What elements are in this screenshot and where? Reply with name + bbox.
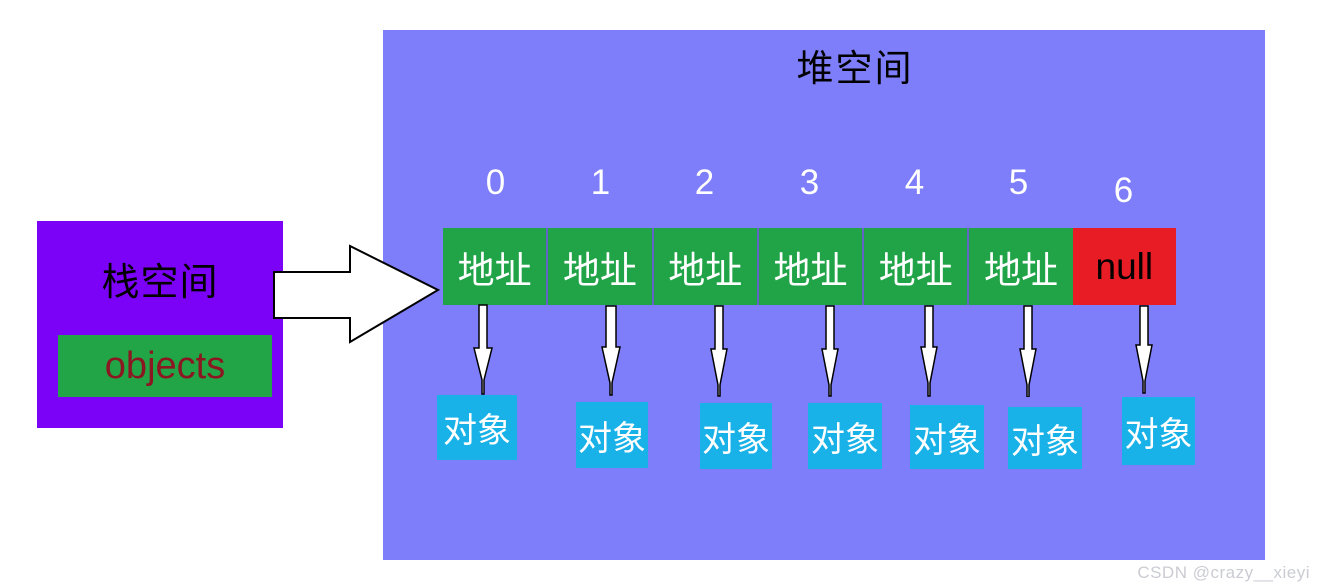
right-arrow-icon	[273, 244, 441, 344]
stack-title: 栈空间	[101, 262, 219, 304]
index-label-4: 4	[904, 163, 925, 202]
down-arrow-icon-5	[1019, 305, 1037, 397]
index-label-2: 2	[694, 163, 715, 202]
index-label-5: 5	[1008, 163, 1029, 202]
address-cell-0: 地址	[443, 228, 549, 305]
stack-space-box: 栈空间 objects	[37, 221, 283, 428]
down-arrow-icon-3	[821, 305, 839, 397]
object-box-0: 对象	[437, 395, 517, 460]
array-cell-row: 地址 地址 地址 地址 地址 地址 null	[443, 228, 1176, 305]
down-arrow-icon-2	[710, 305, 728, 397]
index-label-0: 0	[485, 163, 506, 202]
address-cell-5: 地址	[969, 228, 1073, 305]
index-label-3: 3	[799, 163, 820, 202]
object-box-2: 对象	[700, 403, 772, 469]
down-arrow-icon-1	[601, 305, 621, 396]
address-cell-2: 地址	[653, 228, 759, 305]
address-cell-1: 地址	[548, 228, 654, 305]
null-cell-6: null	[1072, 228, 1176, 305]
object-box-3: 对象	[808, 403, 882, 469]
down-arrow-icon-6	[1135, 305, 1153, 394]
watermark: CSDN @crazy__xieyi	[1137, 563, 1310, 582]
address-cell-3: 地址	[758, 228, 865, 305]
down-arrow-icon-4	[920, 305, 938, 397]
heap-title: 堆空间	[796, 48, 914, 89]
address-cell-4: 地址	[864, 228, 970, 305]
index-label-1: 1	[590, 163, 611, 202]
object-box-4: 对象	[910, 405, 984, 469]
index-label-6: 6	[1113, 171, 1134, 210]
objects-reference-box: objects	[58, 335, 272, 397]
object-box-6: 对象	[1122, 397, 1195, 465]
down-arrow-icon-0	[473, 304, 493, 395]
object-box-1: 对象	[576, 402, 648, 468]
object-box-5: 对象	[1008, 407, 1082, 469]
